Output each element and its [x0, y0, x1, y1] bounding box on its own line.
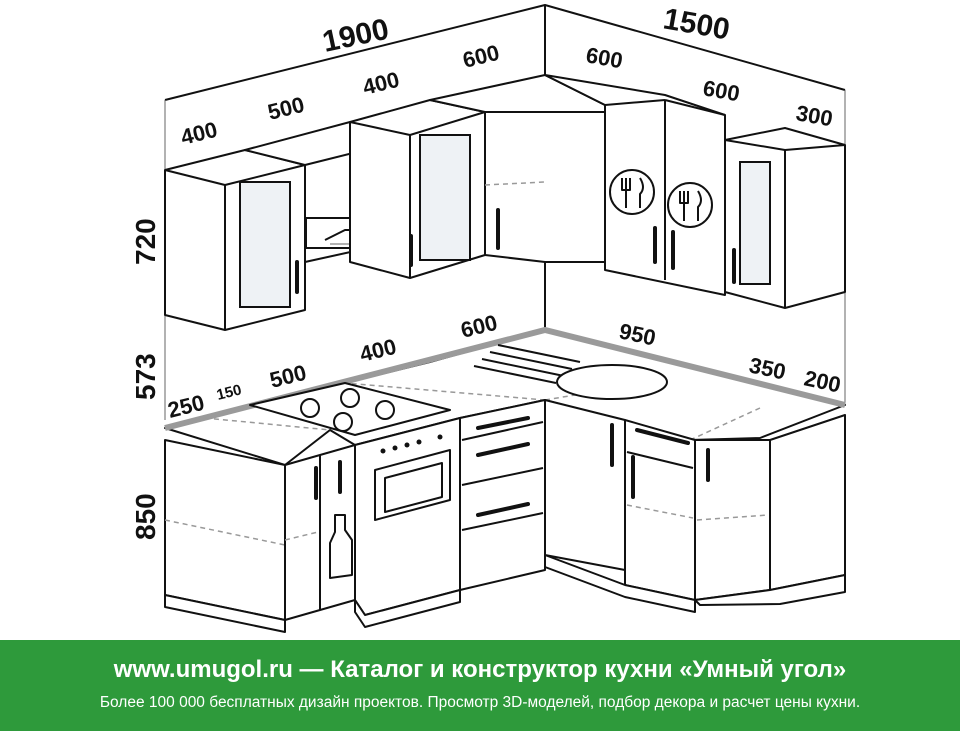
drawer-handle — [635, 428, 690, 445]
oven-door — [374, 449, 451, 521]
footer-subtitle: Более 100 000 бесплатных дизайн проектов… — [99, 694, 861, 711]
dim-upper-7: 300 — [794, 100, 835, 131]
footer-banner: www.umugol.ru — Каталог и конструктор ку… — [0, 640, 960, 731]
dim-lower-height: 850 — [130, 493, 161, 540]
fork-icon — [621, 178, 631, 208]
upper-cabinet-300-glass — [724, 127, 846, 309]
cooktop — [249, 382, 451, 436]
dim-upper-2: 500 — [265, 92, 307, 125]
dim-upper-6: 600 — [701, 75, 742, 106]
footer-title[interactable]: www.umugol.ru — Каталог и конструктор ку… — [113, 656, 847, 683]
drawer-handle — [476, 416, 530, 430]
dim-lower-6: 950 — [617, 318, 658, 350]
glass-door-panel — [419, 134, 471, 261]
dim-lower-4: 400 — [357, 334, 399, 367]
lower-cabinet-corner-end-350 — [694, 414, 846, 606]
drawer-handle — [476, 502, 530, 517]
lower-cabinet-250 — [164, 439, 286, 633]
dim-gap-height: 573 — [130, 353, 161, 400]
lower-cabinet-drawers-400 — [459, 399, 546, 591]
lower-corner-cabinet-950 — [544, 399, 626, 571]
oven-500 — [354, 417, 461, 616]
plinth — [354, 589, 461, 628]
glass-door-panel — [739, 161, 771, 285]
burner — [300, 398, 320, 418]
fork-icon-2 — [679, 191, 689, 221]
dim-upper-1: 400 — [178, 117, 220, 150]
plinth — [544, 554, 696, 613]
bottle-icon — [329, 514, 353, 579]
lower-cabinet-600-right — [624, 419, 696, 601]
dim-lower-3: 500 — [267, 360, 309, 393]
dim-wall-left: 1900 — [320, 13, 392, 59]
kitchen-drawing: 1900 1500 400 500 400 600 600 600 300 72… — [130, 2, 846, 633]
utensil-icon-2 — [667, 182, 713, 228]
burner — [375, 400, 395, 420]
knife-icon — [639, 177, 644, 208]
dim-lower-5: 600 — [458, 310, 500, 343]
dim-lower-2: 150 — [215, 381, 243, 404]
upper-cabinet-400-left — [164, 149, 306, 331]
burner — [333, 412, 353, 432]
upper-cabinet-600-right-a — [544, 74, 726, 296]
dim-upper-4: 600 — [460, 40, 502, 73]
lower-cabinet-bottle-150 — [284, 444, 356, 621]
sink — [473, 344, 668, 400]
sink-bowl — [556, 364, 668, 400]
dim-upper-3: 400 — [360, 67, 402, 100]
dim-upper-5: 600 — [584, 42, 625, 73]
dim-upper-height: 720 — [130, 218, 161, 265]
burner — [340, 388, 360, 408]
upper-cabinet-400-glass — [349, 99, 486, 279]
utensil-icon — [609, 169, 655, 215]
drawer-handle — [476, 442, 530, 457]
glass-door-panel — [239, 181, 291, 308]
knife-icon-2 — [697, 190, 702, 221]
kitchen-diagram: 1900 1500 400 500 400 600 600 600 300 72… — [130, 2, 846, 633]
